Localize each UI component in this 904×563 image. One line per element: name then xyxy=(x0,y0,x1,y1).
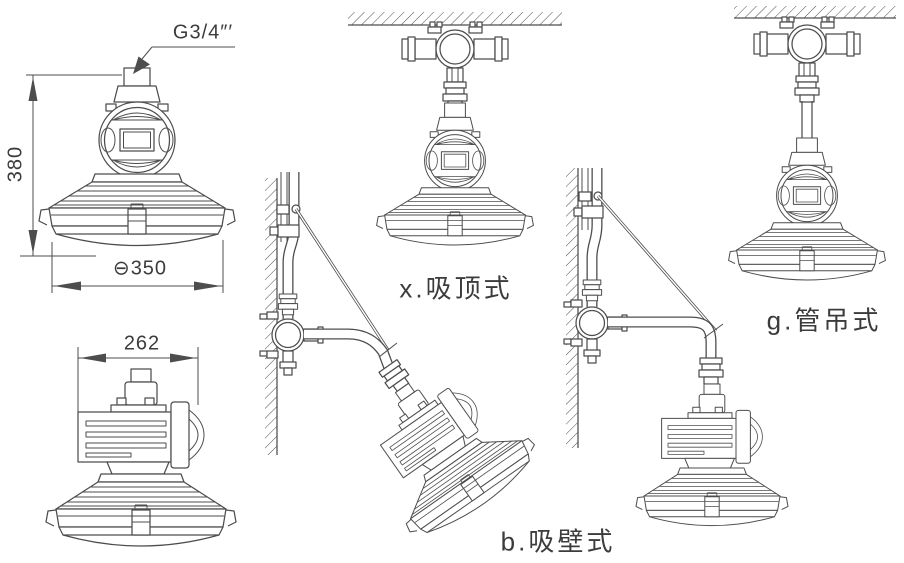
ceiling-mount-label: x.吸顶式 xyxy=(399,273,513,304)
junction-box xyxy=(753,16,861,78)
wall-mount-label: b.吸壁式 xyxy=(500,526,616,557)
thread-leader-arrow xyxy=(133,56,150,74)
dimension-height-label: 380 xyxy=(4,145,27,183)
side-view-drawing xyxy=(45,347,237,547)
wall-conduit xyxy=(587,168,602,307)
dimension-diameter-label: ⊖350 xyxy=(112,257,168,280)
brace-anchor xyxy=(578,191,592,202)
pipe-mount-label: g.管吊式 xyxy=(766,305,882,336)
wall-mount-tilted-drawing xyxy=(259,172,546,549)
support-brace xyxy=(295,208,389,351)
wall-hatch xyxy=(566,168,578,448)
dimension-width-label: 262 xyxy=(123,332,161,355)
suspension-pipe xyxy=(801,101,813,140)
ceiling-hatch xyxy=(734,6,896,18)
brace-anchor xyxy=(276,204,290,215)
ceiling-hatch xyxy=(348,12,562,25)
thread-size-label: G3/4″′ xyxy=(172,21,234,44)
junction-box xyxy=(401,21,509,83)
front-view-drawing xyxy=(20,46,236,293)
support-brace xyxy=(597,195,717,332)
bracket-arm xyxy=(304,329,393,370)
wall-mount-straight-drawing xyxy=(563,168,789,527)
brace-tick xyxy=(703,323,724,339)
thread-leader-line xyxy=(141,46,235,60)
bracket-arm xyxy=(608,317,716,360)
dimension-lines-front xyxy=(20,46,235,293)
brace-tick xyxy=(378,342,398,358)
pipe-mount-drawing xyxy=(728,6,896,281)
ceiling-mount-drawing xyxy=(348,12,562,246)
